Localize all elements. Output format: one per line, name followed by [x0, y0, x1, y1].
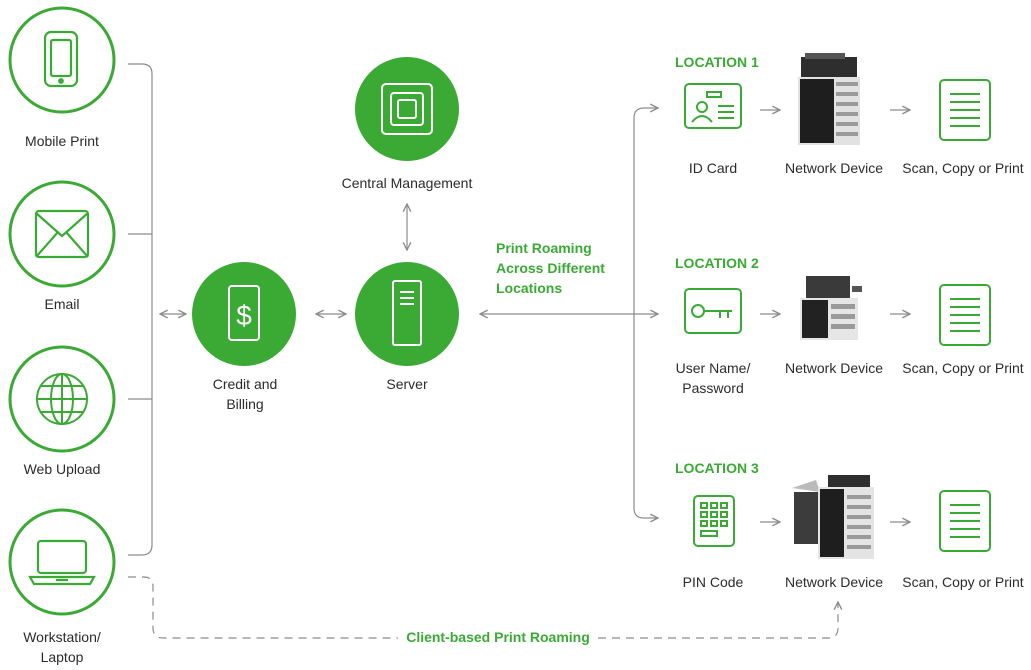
envelope-icon: [34, 209, 90, 259]
printer-device-3: [792, 475, 874, 559]
server-label: Server: [386, 376, 428, 392]
location-1-title: LOCATION 1: [675, 54, 759, 70]
web-upload-node: [8, 345, 116, 453]
workstation-label: Workstation/ Laptop: [23, 629, 101, 665]
key-icon: [684, 288, 742, 334]
printer-device-1: [798, 53, 860, 145]
server-node: [355, 262, 459, 366]
location-2-title: LOCATION 2: [675, 255, 759, 271]
server-icon: [392, 280, 422, 346]
email-label: Email: [44, 296, 80, 312]
location-3-auth-label: PIN Code: [682, 574, 744, 590]
mobile-print-node: [8, 6, 116, 114]
workstation-node: [8, 508, 116, 616]
location-1-device-label: Network Device: [784, 160, 884, 176]
locations-bracket: [633, 108, 658, 518]
credit-billing-node: $: [192, 262, 296, 366]
location-3-output-label: Scan, Copy or Print: [902, 574, 1024, 590]
location-3-title: LOCATION 3: [675, 460, 759, 476]
location-2-auth-label: User Name/ Password: [675, 360, 751, 396]
globe-icon: [36, 373, 88, 425]
document-icon-2: [939, 284, 991, 346]
print-roaming-label: Print Roaming Across Different Locations: [496, 240, 605, 296]
id-card-icon: [684, 83, 742, 129]
location-3-device-label: Network Device: [784, 574, 884, 590]
client-roaming-dashed-line: [128, 576, 838, 639]
location-2-device-label: Network Device: [784, 360, 884, 376]
client-roaming-label: Client-based Print Roaming: [406, 629, 590, 645]
svg-text:$: $: [236, 300, 252, 331]
mobile-print-label: Mobile Print: [25, 133, 99, 149]
location-1-auth-label: ID Card: [688, 160, 738, 176]
credit-billing-label: Credit and Billing: [212, 376, 278, 412]
document-icon-3: [939, 490, 991, 552]
location-1-output-label: Scan, Copy or Print: [902, 160, 1024, 176]
document-icon-1: [939, 79, 991, 141]
central-management-label: Central Management: [341, 175, 473, 191]
dollar-icon: $: [228, 285, 260, 341]
sources-bracket: [128, 63, 153, 556]
mobile-phone-icon: [43, 30, 79, 88]
laptop-icon: [28, 539, 96, 586]
location-2-output-label: Scan, Copy or Print: [902, 360, 1024, 376]
printer-device-2: [800, 276, 862, 340]
keypad-icon: [693, 495, 735, 547]
email-node: [8, 180, 116, 288]
central-management-node: [355, 57, 459, 161]
web-upload-label: Web Upload: [23, 461, 101, 477]
management-icon: [381, 83, 433, 135]
